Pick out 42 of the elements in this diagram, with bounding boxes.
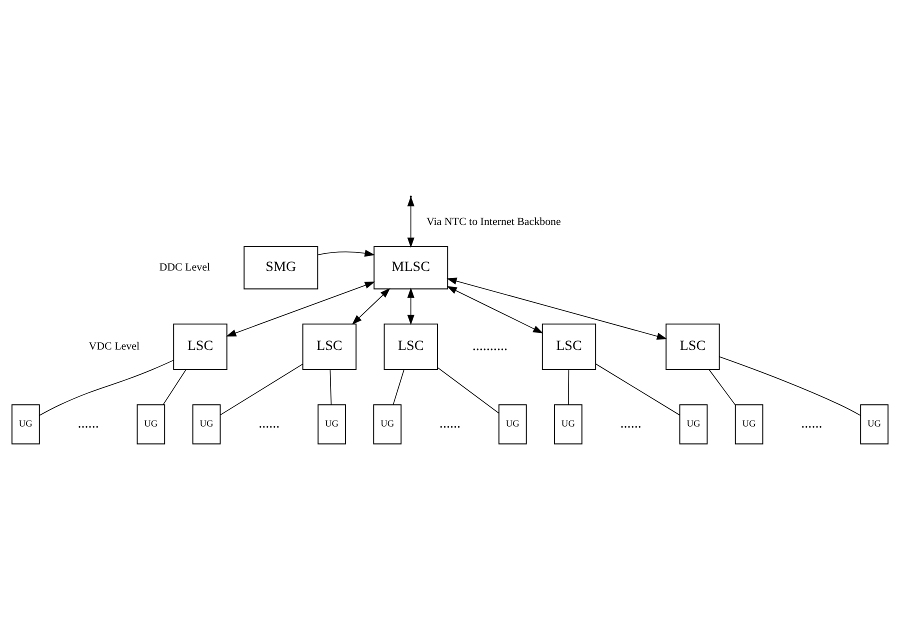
- edge-label: Via NTC to Internet Backbone: [426, 216, 561, 228]
- arrow: [317, 249, 375, 256]
- node-box: UG: [860, 404, 888, 444]
- node-box: LSC: [302, 323, 357, 370]
- arrow: [407, 287, 414, 325]
- connector: [39, 359, 174, 416]
- label: ......: [801, 415, 822, 432]
- label: ......: [439, 415, 461, 432]
- node-box: UG: [734, 404, 764, 444]
- connector: [220, 363, 304, 415]
- node-box: UG: [498, 404, 527, 444]
- label: ..........: [472, 338, 508, 354]
- node-box: LSC: [384, 323, 438, 370]
- node-box: MLSC: [374, 246, 448, 289]
- label: ......: [78, 415, 99, 432]
- node-box: LSC: [542, 323, 596, 370]
- node-box: LSC: [666, 323, 720, 370]
- arrow: [226, 281, 376, 336]
- connector: [162, 368, 186, 405]
- node-box: UG: [679, 404, 708, 444]
- label: VDC Level: [88, 340, 140, 352]
- node-box: UG: [554, 404, 582, 444]
- node-box: UG: [136, 404, 166, 444]
- connector: [595, 362, 680, 415]
- arrow: [352, 288, 390, 324]
- node-box: UG: [192, 404, 221, 444]
- arrow: [446, 286, 544, 333]
- connector: [568, 368, 570, 405]
- connector: [330, 368, 332, 405]
- node-box: UG: [373, 404, 402, 444]
- node-box: LSC: [173, 323, 228, 370]
- connector: [719, 356, 861, 416]
- connector: [437, 366, 500, 414]
- node-box: SMG: [244, 246, 318, 289]
- node-box: UG: [12, 404, 40, 444]
- label: ......: [258, 415, 280, 432]
- connector: [392, 368, 404, 405]
- label: ......: [620, 415, 642, 432]
- label: DDC Level: [159, 261, 210, 274]
- node-box: UG: [318, 404, 346, 444]
- connector: [708, 368, 736, 405]
- arrow: [446, 277, 668, 340]
